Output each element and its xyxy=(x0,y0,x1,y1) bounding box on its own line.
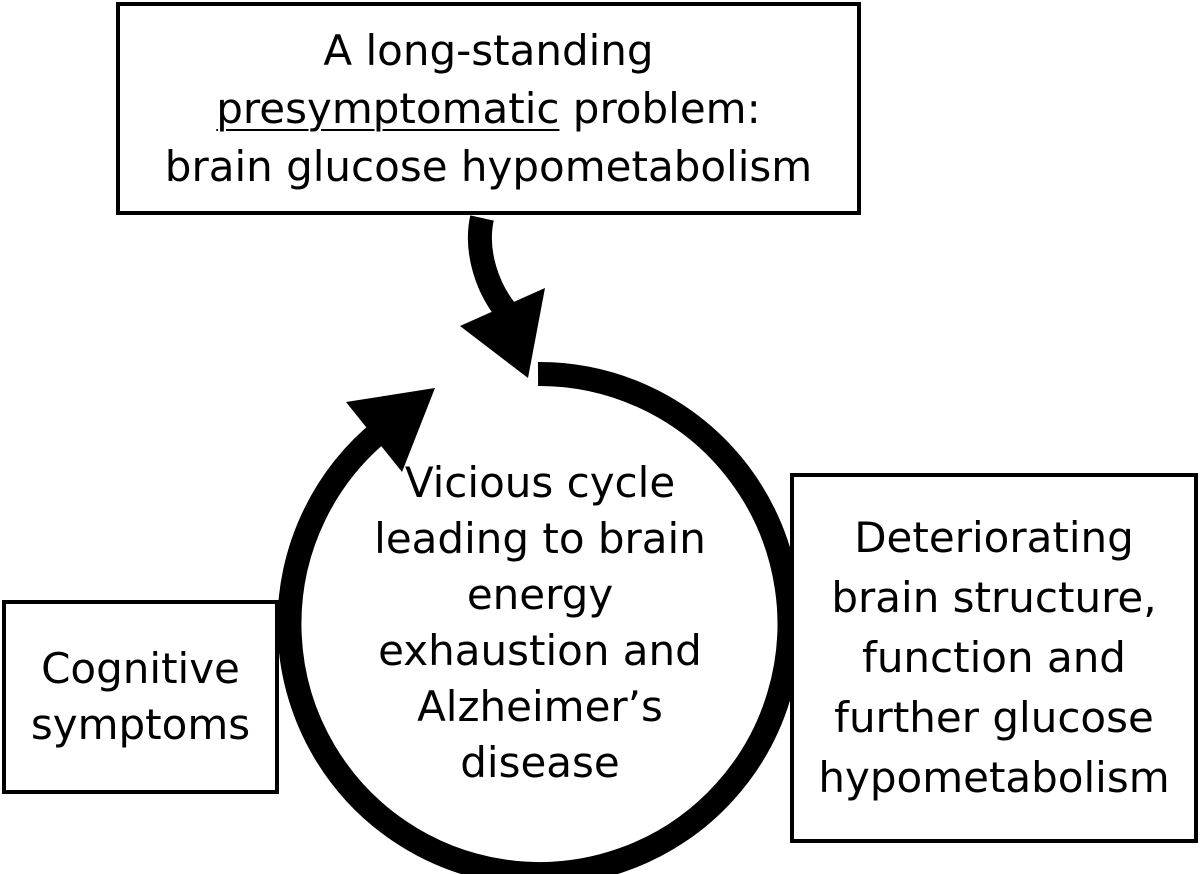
deteriorating-brain-box: Deteriorating brain structure, function … xyxy=(790,473,1198,843)
presymptomatic-problem-box: A long-standing presymptomatic problem: … xyxy=(116,2,861,215)
left-box-line-2: symptoms xyxy=(30,700,251,749)
right-box-line-4: further glucose xyxy=(834,693,1154,742)
top-box-line-2-rest: problem: xyxy=(559,83,761,133)
top-box-line-2: presymptomatic problem: xyxy=(216,80,761,138)
vicious-cycle-label: Vicious cycle leading to brain energy ex… xyxy=(360,455,720,791)
right-box-line-3: function and xyxy=(862,633,1126,682)
right-box-line-2: brain structure, xyxy=(831,573,1157,622)
top-box-line-1: A long-standing xyxy=(323,25,654,75)
right-box-line-1: Deteriorating xyxy=(854,513,1134,562)
center-line-4: exhaustion and xyxy=(378,626,702,675)
entry-arrow-shaft xyxy=(467,215,522,327)
cycle-arrowhead xyxy=(346,388,435,472)
left-box-line-1: Cognitive xyxy=(41,644,240,693)
center-line-3: energy xyxy=(466,570,614,619)
entry-arrowhead xyxy=(460,288,545,378)
top-box-line-3: brain glucose hypometabolism xyxy=(164,141,813,191)
cognitive-symptoms-box: Cognitive symptoms xyxy=(2,600,279,794)
cycle-arc xyxy=(277,361,802,874)
center-line-1: Vicious cycle xyxy=(404,458,676,507)
center-line-2: leading to brain xyxy=(374,514,706,563)
center-line-5: Alzheimer’s xyxy=(417,682,663,731)
presymptomatic-word: presymptomatic xyxy=(216,83,560,133)
center-line-6: disease xyxy=(460,738,620,787)
right-box-line-5: hypometabolism xyxy=(818,753,1170,802)
